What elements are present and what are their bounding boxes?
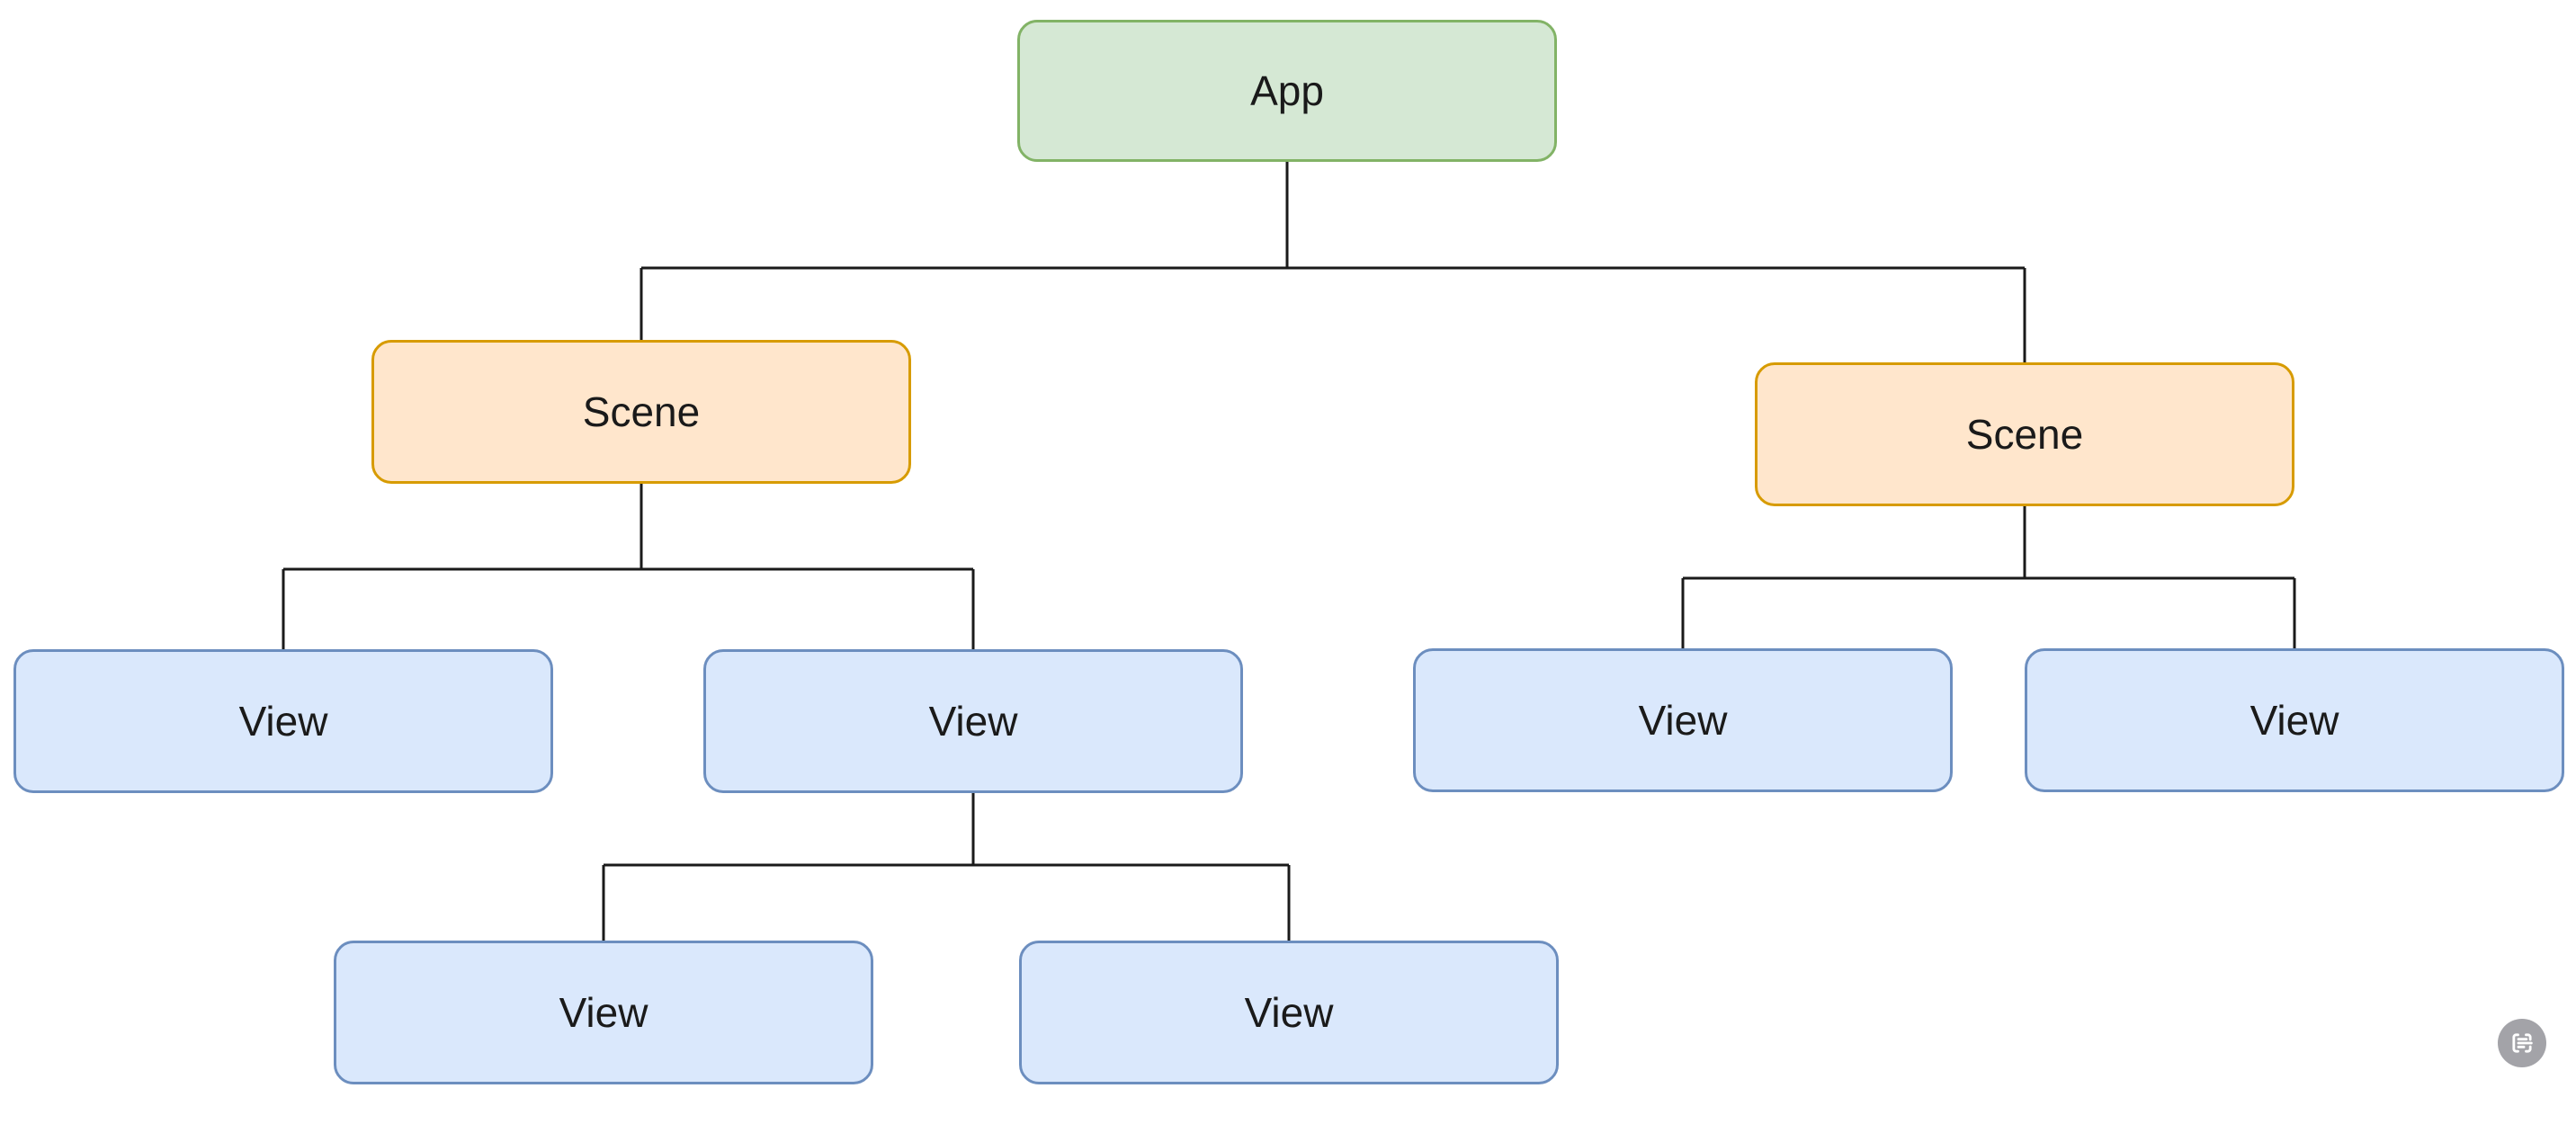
node-view-6: View xyxy=(1019,941,1559,1084)
node-view-3: View xyxy=(1413,648,1953,792)
node-label: View xyxy=(238,698,328,745)
node-label: View xyxy=(1244,989,1334,1036)
node-label: View xyxy=(559,989,648,1036)
node-view-1: View xyxy=(13,649,553,793)
node-label: App xyxy=(1250,67,1324,114)
node-view-2: View xyxy=(703,649,1243,793)
node-view-5: View xyxy=(334,941,873,1084)
node-scene-left: Scene xyxy=(371,340,911,484)
scan-text-button[interactable] xyxy=(2498,1019,2546,1067)
node-scene-right: Scene xyxy=(1755,362,2294,506)
node-view-4: View xyxy=(2025,648,2564,792)
node-label: View xyxy=(928,698,1018,745)
node-label: Scene xyxy=(1965,411,2084,458)
node-app: App xyxy=(1017,20,1557,162)
node-label: View xyxy=(1638,697,1728,744)
node-label: View xyxy=(2250,697,2339,744)
node-label: Scene xyxy=(582,388,701,435)
scan-text-icon xyxy=(2504,1025,2540,1061)
